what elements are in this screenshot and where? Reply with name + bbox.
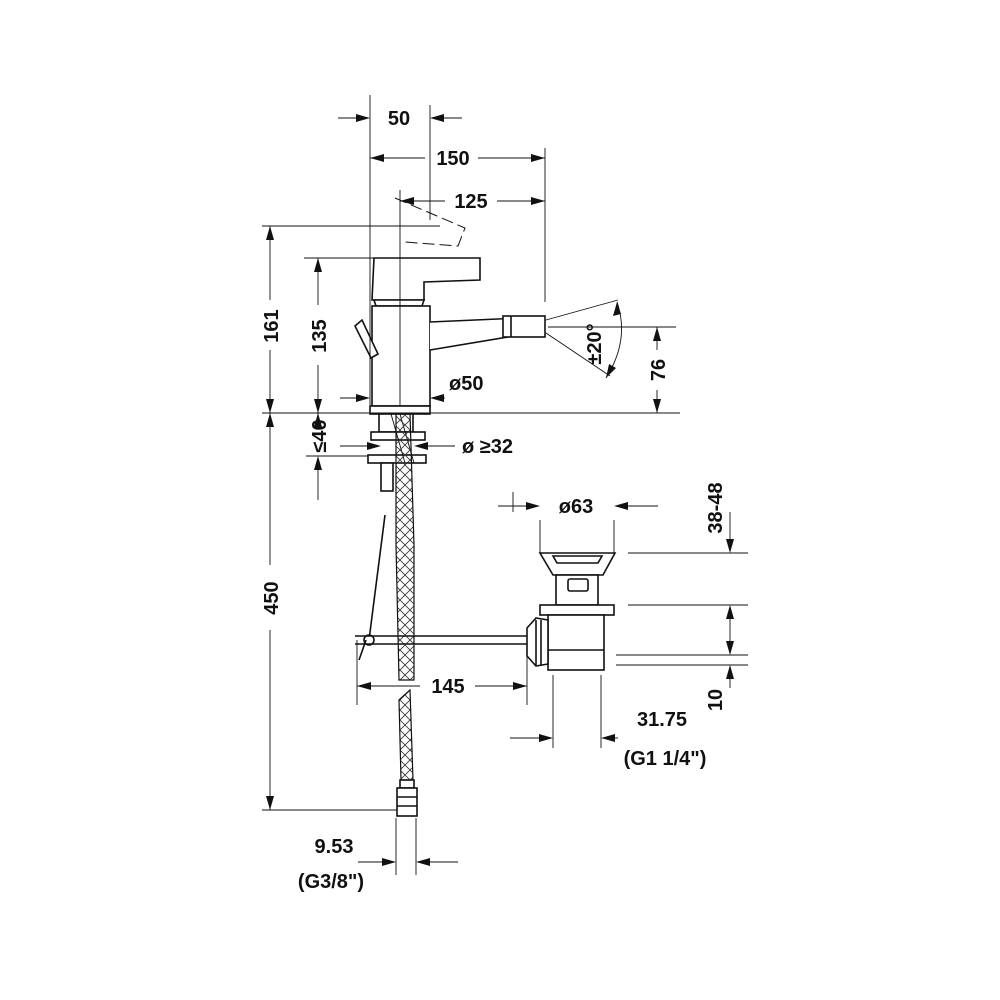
dim-10: 10 (705, 689, 727, 711)
extension-lines (262, 95, 748, 875)
dim-135: 135 (309, 319, 331, 352)
dim-g1-1-4: (G1 1/4") (624, 748, 707, 770)
pop-up-waste (526, 552, 617, 671)
dim-31-75: 31.75 (637, 709, 687, 731)
dim-38-48: 38-48 (705, 482, 727, 533)
dim-g3-8: (G3/8") (298, 871, 364, 893)
dimension-labels: 50 150 125 161 135 ±20° 76 ø50 ≤40 ø ≥32… (261, 108, 727, 893)
dim-125: 125 (454, 191, 487, 213)
pull-rod (355, 514, 530, 661)
supply-hose (395, 413, 418, 817)
dim-161: 161 (261, 309, 283, 342)
dim-50: 50 (388, 108, 410, 130)
dim-76: 76 (648, 359, 670, 381)
dim-dia-32: ø ≥32 (462, 436, 513, 458)
dim-145: 145 (431, 676, 464, 698)
dim-150: 150 (436, 148, 469, 170)
dim-9-53: 9.53 (315, 836, 354, 858)
dim-dia-50: ø50 (449, 373, 483, 395)
dim-dia-63: ø63 (559, 496, 593, 518)
dim-angle: ±20° (584, 323, 606, 364)
dim-450: 450 (261, 581, 283, 614)
dimension-lines (266, 114, 734, 866)
dim-le-40: ≤40 (309, 419, 331, 452)
